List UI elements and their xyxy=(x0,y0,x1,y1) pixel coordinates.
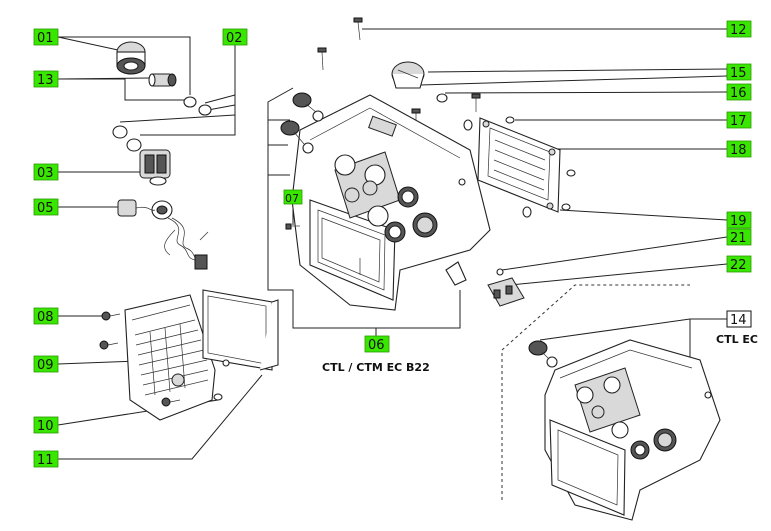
tag-13-text: 13 xyxy=(37,73,54,88)
tag-08: 08 xyxy=(33,307,59,325)
part-02-rings xyxy=(112,96,212,152)
tag-19-text: 19 xyxy=(730,214,747,229)
part-15-knob xyxy=(391,61,425,89)
tag-07: 07 xyxy=(283,189,303,205)
part-10-washer xyxy=(213,393,223,401)
tag-17: 17 xyxy=(726,111,752,129)
caption-left: CTL / CTM EC B22 xyxy=(322,361,430,374)
tag-16-text: 16 xyxy=(730,86,747,101)
part-22-block xyxy=(487,277,525,307)
part-05-switch-cable xyxy=(117,199,209,270)
tag-03: 03 xyxy=(33,163,59,181)
part-06-buttons xyxy=(280,92,324,154)
divider-dashed xyxy=(501,284,690,500)
part-03-socket xyxy=(139,149,171,186)
tag-21: 21 xyxy=(726,228,752,246)
tag-06: 06 xyxy=(364,335,390,353)
part-14-button xyxy=(528,340,558,368)
tag-12: 12 xyxy=(726,20,752,38)
part-16-ring xyxy=(436,93,448,103)
part-06-housing xyxy=(291,94,491,311)
tag-14-text: 14 xyxy=(730,313,747,328)
tag-18: 18 xyxy=(726,140,752,158)
tag-10: 10 xyxy=(33,416,59,434)
tag-01-text: 01 xyxy=(37,31,54,46)
tag-15-text: 15 xyxy=(730,66,747,81)
tag-07-text: 07 xyxy=(285,192,299,205)
tag-01: 01 xyxy=(33,28,59,46)
tag-06-text: 06 xyxy=(368,338,385,353)
leader-lines xyxy=(57,28,728,460)
tag-11: 11 xyxy=(33,450,59,468)
part-09-grille xyxy=(124,294,216,421)
tag-02-text: 02 xyxy=(226,31,243,46)
part-14-housing xyxy=(544,339,721,521)
tag-05: 05 xyxy=(33,198,59,216)
tag-09-text: 09 xyxy=(37,358,54,373)
tag-11-text: 11 xyxy=(37,453,54,468)
label-tags: 01 02 13 03 05 07 08 09 10 11 06 12 15 1… xyxy=(33,20,752,468)
part-08-screws xyxy=(99,311,181,407)
part-18-plate xyxy=(477,117,561,213)
tag-16: 16 xyxy=(726,83,752,101)
tag-14: 14 xyxy=(726,310,752,328)
tag-17-text: 17 xyxy=(730,114,747,129)
tag-09: 09 xyxy=(33,355,59,373)
caption-right: CTL EC xyxy=(716,333,758,346)
part-01-connector xyxy=(116,41,146,75)
part-clip xyxy=(445,261,467,286)
part-11-frame xyxy=(202,289,279,371)
tag-18-text: 18 xyxy=(730,143,747,158)
tag-22: 22 xyxy=(726,255,752,273)
tag-03-text: 03 xyxy=(37,166,54,181)
part-13-fitting xyxy=(148,73,177,87)
part-21-pin xyxy=(496,268,504,276)
tag-02: 02 xyxy=(222,28,248,46)
tag-05-text: 05 xyxy=(37,201,54,216)
tag-10-text: 10 xyxy=(37,419,54,434)
part-12-screws xyxy=(317,17,481,128)
tag-12-text: 12 xyxy=(730,23,747,38)
tag-13: 13 xyxy=(33,70,59,88)
tag-22-text: 22 xyxy=(730,258,747,273)
part-07-screw xyxy=(285,223,300,230)
tag-21-text: 21 xyxy=(730,231,747,246)
tag-15: 15 xyxy=(726,63,752,81)
tag-19: 19 xyxy=(726,211,752,229)
tag-08-text: 08 xyxy=(37,310,54,325)
